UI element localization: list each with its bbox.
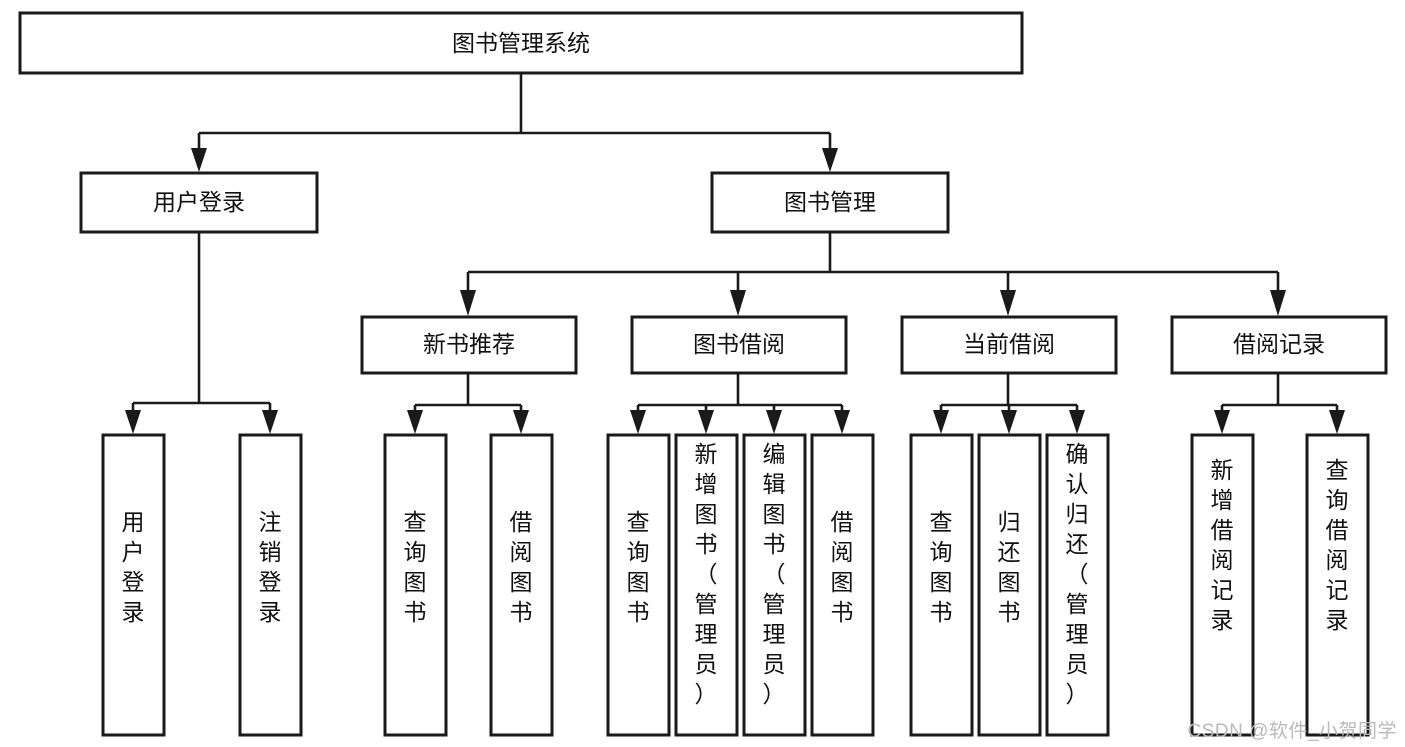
node-current-borrow-box[interactable] xyxy=(900,315,1118,375)
leaf-label: 查询图书 xyxy=(404,509,427,625)
leaf-box[interactable] xyxy=(1045,433,1110,737)
node-user-login-label: 用户登录 xyxy=(153,189,245,215)
leaf-label: 归还图书 xyxy=(998,509,1021,625)
node-book-borrow-label: 图书借阅 xyxy=(693,331,785,357)
arrow-head-icon xyxy=(1214,410,1230,434)
arrow-head-icon xyxy=(460,290,476,316)
arrow-head-icon xyxy=(1000,290,1016,316)
node-root-label: 图书管理系统 xyxy=(452,30,590,56)
leaf-label: 借阅图书 xyxy=(831,509,854,625)
leaf-new-book-1[interactable]: 查询图书 xyxy=(383,433,448,737)
node-user-login-box[interactable] xyxy=(79,171,319,234)
connector-group-borrow-record xyxy=(1214,373,1345,434)
leaf-box[interactable] xyxy=(1190,433,1255,737)
arrow-head-icon xyxy=(766,410,782,434)
connector-group-user-login xyxy=(125,232,278,434)
node-borrow-record-box[interactable] xyxy=(1170,315,1388,375)
leaf-label: 新增图书（管理员） xyxy=(695,441,718,707)
node-root[interactable]: 图书管理系统 xyxy=(18,11,1024,75)
arrow-head-icon xyxy=(1329,410,1345,434)
leaf-label: 查询图书 xyxy=(930,509,953,625)
arrow-head-icon xyxy=(1069,410,1085,434)
arrow-head-icon xyxy=(698,410,714,434)
leaf-box[interactable] xyxy=(101,433,166,737)
node-new-book-recommend-label: 新书推荐 xyxy=(423,331,515,357)
node-book-borrow[interactable]: 图书借阅 xyxy=(630,315,848,375)
node-current-borrow-label: 当前借阅 xyxy=(963,331,1055,357)
leaf-box[interactable] xyxy=(238,433,303,737)
arrow-head-icon xyxy=(834,410,850,434)
leaf-current-borrow-2[interactable]: 归还图书 xyxy=(977,433,1042,737)
leaf-borrow-record-1[interactable]: 新增借阅记录 xyxy=(1190,433,1255,737)
leaf-box[interactable] xyxy=(489,433,554,737)
node-new-book-recommend-box[interactable] xyxy=(360,315,578,375)
connector-group-root xyxy=(191,73,838,172)
leaf-label: 注销登录 xyxy=(259,509,282,625)
node-borrow-record-label: 借阅记录 xyxy=(1233,331,1325,357)
node-new-book-recommend[interactable]: 新书推荐 xyxy=(360,315,578,375)
leaf-box[interactable] xyxy=(1305,433,1370,737)
leaf-new-book-2[interactable]: 借阅图书 xyxy=(489,433,554,737)
leaf-user-login-2[interactable]: 注销登录 xyxy=(238,433,303,737)
leaf-label: 编辑图书（管理员） xyxy=(763,441,786,707)
leaf-label: 借阅图书 xyxy=(510,509,533,625)
arrow-head-icon xyxy=(262,410,278,434)
node-current-borrow[interactable]: 当前借阅 xyxy=(900,315,1118,375)
node-book-borrow-box[interactable] xyxy=(630,315,848,375)
leaf-label: 新增借阅记录 xyxy=(1211,457,1234,633)
leaf-book-borrow-4[interactable]: 借阅图书 xyxy=(810,433,875,737)
arrow-head-icon xyxy=(125,410,141,434)
arrow-head-icon xyxy=(822,148,838,172)
arrow-head-icon xyxy=(191,148,207,172)
arrow-head-icon xyxy=(630,410,646,434)
arrow-head-icon xyxy=(1001,410,1017,434)
connector-group-book-manage xyxy=(460,232,1286,316)
connector-group-new-book xyxy=(407,373,529,434)
node-borrow-record[interactable]: 借阅记录 xyxy=(1170,315,1388,375)
node-book-manage[interactable]: 图书管理 xyxy=(710,171,950,234)
node-user-login[interactable]: 用户登录 xyxy=(79,171,319,234)
leaf-box[interactable] xyxy=(383,433,448,737)
arrow-head-icon xyxy=(1270,290,1286,316)
leaf-label: 用户登录 xyxy=(122,509,145,625)
arrow-head-icon xyxy=(407,410,423,434)
leaf-box[interactable] xyxy=(909,433,974,737)
leaf-box[interactable] xyxy=(742,433,807,737)
leaf-book-borrow-2[interactable]: 新增图书（管理员） xyxy=(674,433,739,737)
leaf-user-login-1[interactable]: 用户登录 xyxy=(101,433,166,737)
arrow-head-icon xyxy=(933,410,949,434)
node-root-box[interactable] xyxy=(18,11,1024,75)
leaf-book-borrow-3[interactable]: 编辑图书（管理员） xyxy=(742,433,807,737)
connector-group-book-borrow xyxy=(630,373,850,434)
leaf-label: 查询图书 xyxy=(627,509,650,625)
node-book-manage-label: 图书管理 xyxy=(784,189,876,215)
leaf-label: 确认归还（管理员） xyxy=(1066,441,1089,707)
node-book-manage-box[interactable] xyxy=(710,171,950,234)
leaf-box[interactable] xyxy=(977,433,1042,737)
leaf-box[interactable] xyxy=(810,433,875,737)
arrow-head-icon xyxy=(513,410,529,434)
leaf-book-borrow-1[interactable]: 查询图书 xyxy=(606,433,671,737)
leaf-current-borrow-1[interactable]: 查询图书 xyxy=(909,433,974,737)
leaf-current-borrow-3[interactable]: 确认归还（管理员） xyxy=(1045,433,1110,737)
connector-group-current-borrow xyxy=(933,373,1085,434)
leaf-borrow-record-2[interactable]: 查询借阅记录 xyxy=(1305,433,1370,737)
leaf-box[interactable] xyxy=(606,433,671,737)
arrow-head-icon xyxy=(730,290,746,316)
leaf-label: 查询借阅记录 xyxy=(1326,457,1349,633)
leaf-box[interactable] xyxy=(674,433,739,737)
